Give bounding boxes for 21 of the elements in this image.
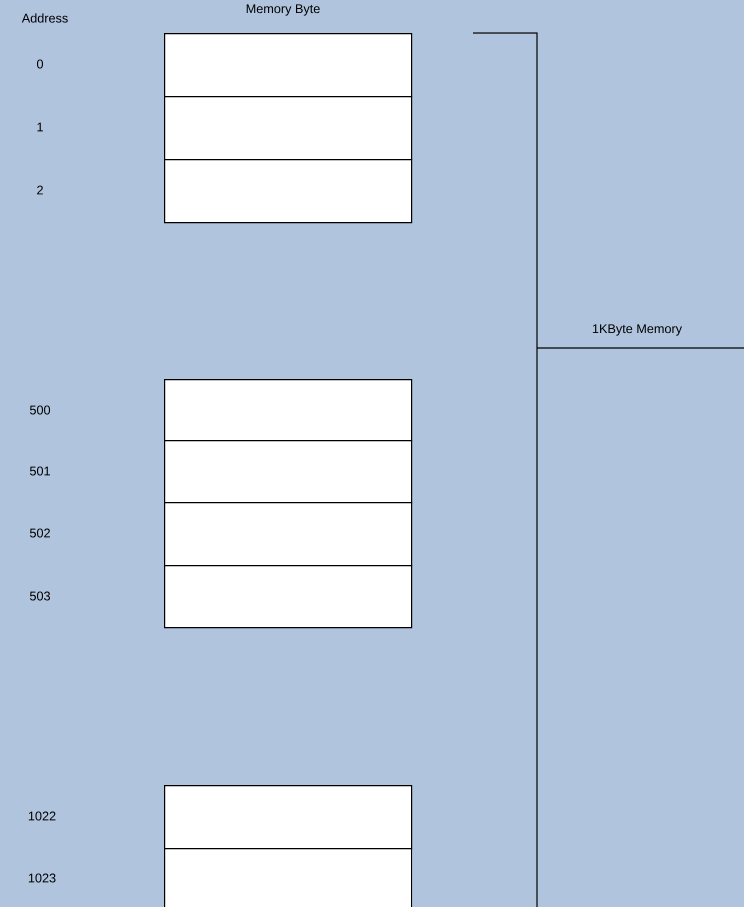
memory-cell [164,379,412,442]
address-label: 500 [30,406,50,414]
address-label: 2 [37,186,43,194]
memory-cell [164,159,412,224]
column-heading: Memory Byte [246,4,320,16]
memory-cell [164,440,412,504]
address-label: 1 [37,122,43,132]
address-label: 502 [30,528,50,538]
memory-cell [164,848,412,907]
address-label: 503 [30,592,50,600]
memory-cell [164,96,412,160]
address-label: 0 [36,60,44,68]
column-heading: Address [22,13,68,23]
memory-cell [164,502,412,566]
address-label: 1023 [28,874,56,882]
bracket-label: 1KByte Memory [592,324,682,336]
memory-cell [164,33,412,98]
memory-cell [164,785,412,850]
address-label: 1022 [28,812,56,820]
address-label: 501 [30,466,50,476]
memory-cell [164,565,412,628]
